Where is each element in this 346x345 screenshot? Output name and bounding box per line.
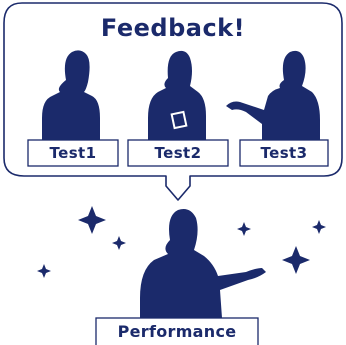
reviewer-label-test3: Test3 — [260, 144, 308, 162]
sparkle-icon — [37, 264, 51, 278]
sparkle-icon — [312, 220, 326, 234]
performance-box — [95, 317, 259, 345]
tag-box-test2 — [127, 139, 229, 167]
sparkle-icon — [78, 206, 106, 234]
reviewer-1-silhouette — [42, 50, 100, 140]
performance-label: Performance — [117, 321, 237, 341]
reviewer-label-test1: Test1 — [49, 144, 97, 162]
reviewer-label-test2: Test2 — [154, 144, 202, 162]
reviewer-3-silhouette — [226, 50, 320, 140]
sparkle-icon — [282, 246, 310, 274]
tag-box-test1 — [27, 139, 119, 167]
sparkle-icon — [112, 236, 126, 250]
sparkle-icon — [237, 222, 251, 236]
reviewer-2-silhouette — [148, 50, 206, 140]
tag-box-test3 — [239, 139, 329, 167]
feedback-title: Feedback! — [100, 14, 246, 42]
presenter-silhouette — [140, 209, 266, 318]
